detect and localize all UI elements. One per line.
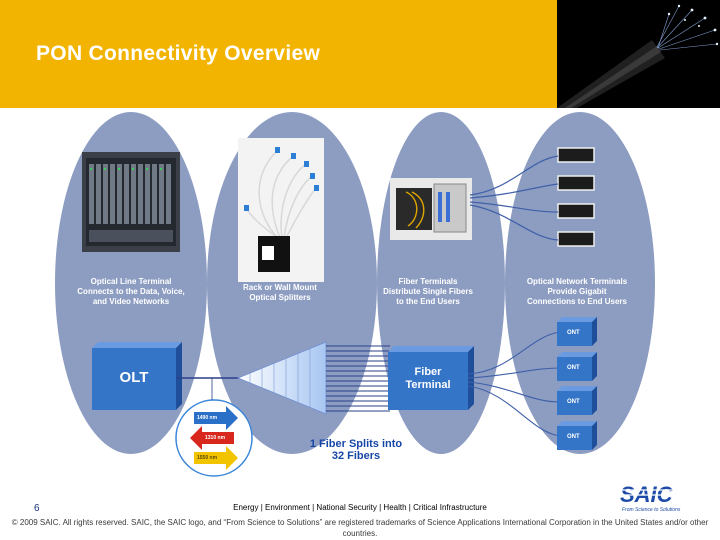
distribution-fibers-top — [470, 155, 559, 241]
splitter-caption: Rack or Wall Mount Optical Splitters — [226, 283, 334, 303]
splitter-cone — [236, 341, 327, 415]
page-number: 6 — [34, 503, 40, 514]
title-banner: PON Connectivity Overview — [0, 0, 557, 108]
ont-boxes — [557, 317, 597, 450]
arrow-1310 — [190, 426, 234, 450]
arrow-1550 — [194, 446, 238, 470]
split-caption-line-1: 1 Fiber Splits into — [309, 438, 403, 450]
ont-caption-line-3: Connections to End Users — [526, 297, 627, 306]
fiber-terminal-caption-line-2: Distribute Single Fibers — [383, 287, 473, 296]
ont-label-1: ONT — [567, 330, 580, 336]
fiber-terminal-caption: Fiber Terminals Distribute Single Fibers… — [370, 277, 486, 307]
olt-box — [92, 348, 176, 410]
footer-tagline: Energy | Environment | National Security… — [233, 503, 487, 512]
olt-caption-line-3: and Video Networks — [92, 297, 170, 306]
olt-caption-line-1: Optical Line Terminal — [90, 277, 172, 286]
olt-label: OLT — [119, 369, 149, 386]
wavelength-1550-label: 1550 nm — [197, 455, 218, 461]
olt-caption: Optical Line Terminal Connects to the Da… — [66, 277, 196, 307]
olt-caption-line-2: Connects to the Data, Voice, — [77, 287, 185, 296]
copyright-notice: © 2009 SAIC. All rights reserved. SAIC, … — [11, 518, 709, 538]
ont-drop-fibers — [467, 331, 561, 437]
saic-logo: SAIC From Science to Solutions — [618, 482, 686, 513]
olt-chassis-image — [82, 152, 180, 252]
ont-caption-line-1: Optical Network Terminals — [526, 277, 628, 286]
fiber-terminal-image — [390, 178, 472, 240]
split-fibers — [326, 345, 390, 412]
fiber-terminal-label-line-1: Fiber — [414, 366, 442, 378]
split-caption: 1 Fiber Splits into 32 Fibers — [296, 438, 416, 462]
fiber-terminal-caption-line-1: Fiber Terminals — [398, 277, 458, 286]
ont-caption-line-2: Provide Gigabit — [547, 287, 607, 296]
splitter-caption-line-1: Rack or Wall Mount — [243, 283, 317, 292]
fiber-terminal-caption-line-3: to the End Users — [396, 297, 460, 306]
ont-label-2: ONT — [567, 365, 580, 371]
ont-devices-image — [557, 147, 595, 247]
ont-label-3: ONT — [567, 399, 580, 405]
wavelength-1490-label: 1490 nm — [197, 415, 218, 421]
wavelength-1310-label: 1310 nm — [205, 435, 226, 441]
saic-logo-tagline: From Science to Solutions — [622, 507, 681, 513]
splitter-caption-line-2: Optical Splitters — [249, 293, 311, 302]
fiber-terminal-label-line-2: Terminal — [405, 379, 451, 391]
fiber-terminal-label: Fiber Terminal — [388, 366, 468, 392]
fiber-terminal-box — [388, 352, 468, 410]
ont-caption: Optical Network Terminals Provide Gigabi… — [516, 277, 638, 307]
fiber-optic-photo — [557, 0, 720, 108]
optical-splitter-image — [238, 138, 324, 282]
slide-title: PON Connectivity Overview — [36, 42, 321, 65]
ont-label-4: ONT — [567, 434, 580, 440]
arrow-1490 — [194, 406, 238, 430]
split-caption-line-2: 32 Fibers — [331, 450, 381, 462]
